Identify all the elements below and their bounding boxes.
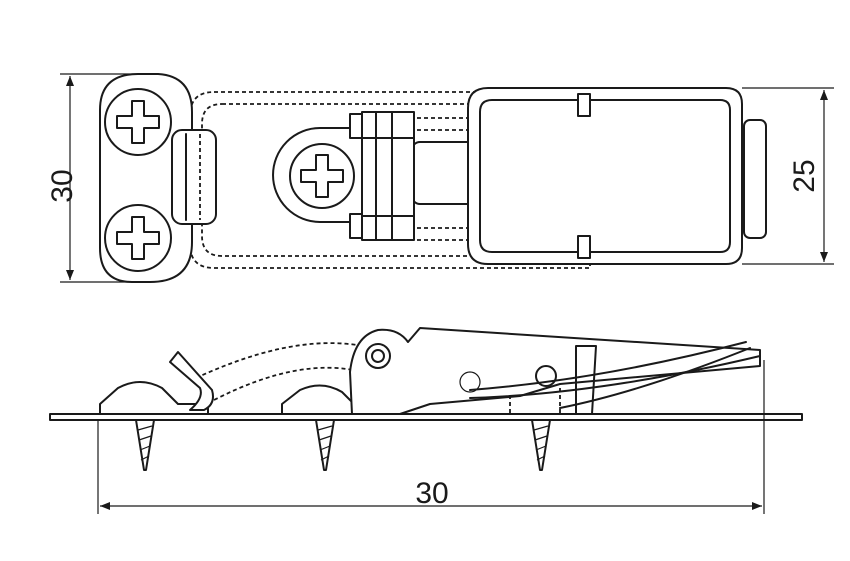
screw-center-icon <box>289 143 355 209</box>
dimension-bottom: 30 <box>97 360 765 514</box>
side-base-left <box>99 381 209 415</box>
side-hinge-pin <box>365 343 391 369</box>
staple-loop-inner <box>479 99 731 253</box>
dimension-label-left: 30 <box>46 169 79 202</box>
side-view <box>49 327 803 471</box>
hinge-bracket <box>361 111 415 241</box>
screw-top-icon <box>104 88 172 156</box>
side-screw-2-icon <box>315 419 335 471</box>
staple-loop-outer <box>467 87 743 265</box>
hinge-knuckle <box>171 129 217 225</box>
side-screw-3-icon <box>531 419 551 471</box>
side-screw-1-icon <box>135 419 155 471</box>
dimension-label-bottom: 30 <box>415 477 448 510</box>
dimension-right: 25 <box>742 87 834 265</box>
dimension-label-right: 25 <box>788 159 821 192</box>
screw-bottom-icon <box>104 204 172 272</box>
mounting-surface <box>49 413 803 421</box>
dimension-left: 30 <box>46 73 138 283</box>
top-view <box>99 73 767 283</box>
staple-back-bar <box>743 119 767 239</box>
side-hinge-hook <box>169 351 214 411</box>
hidden-hasp-inner-outline <box>201 103 581 257</box>
side-base-middle <box>281 384 355 415</box>
